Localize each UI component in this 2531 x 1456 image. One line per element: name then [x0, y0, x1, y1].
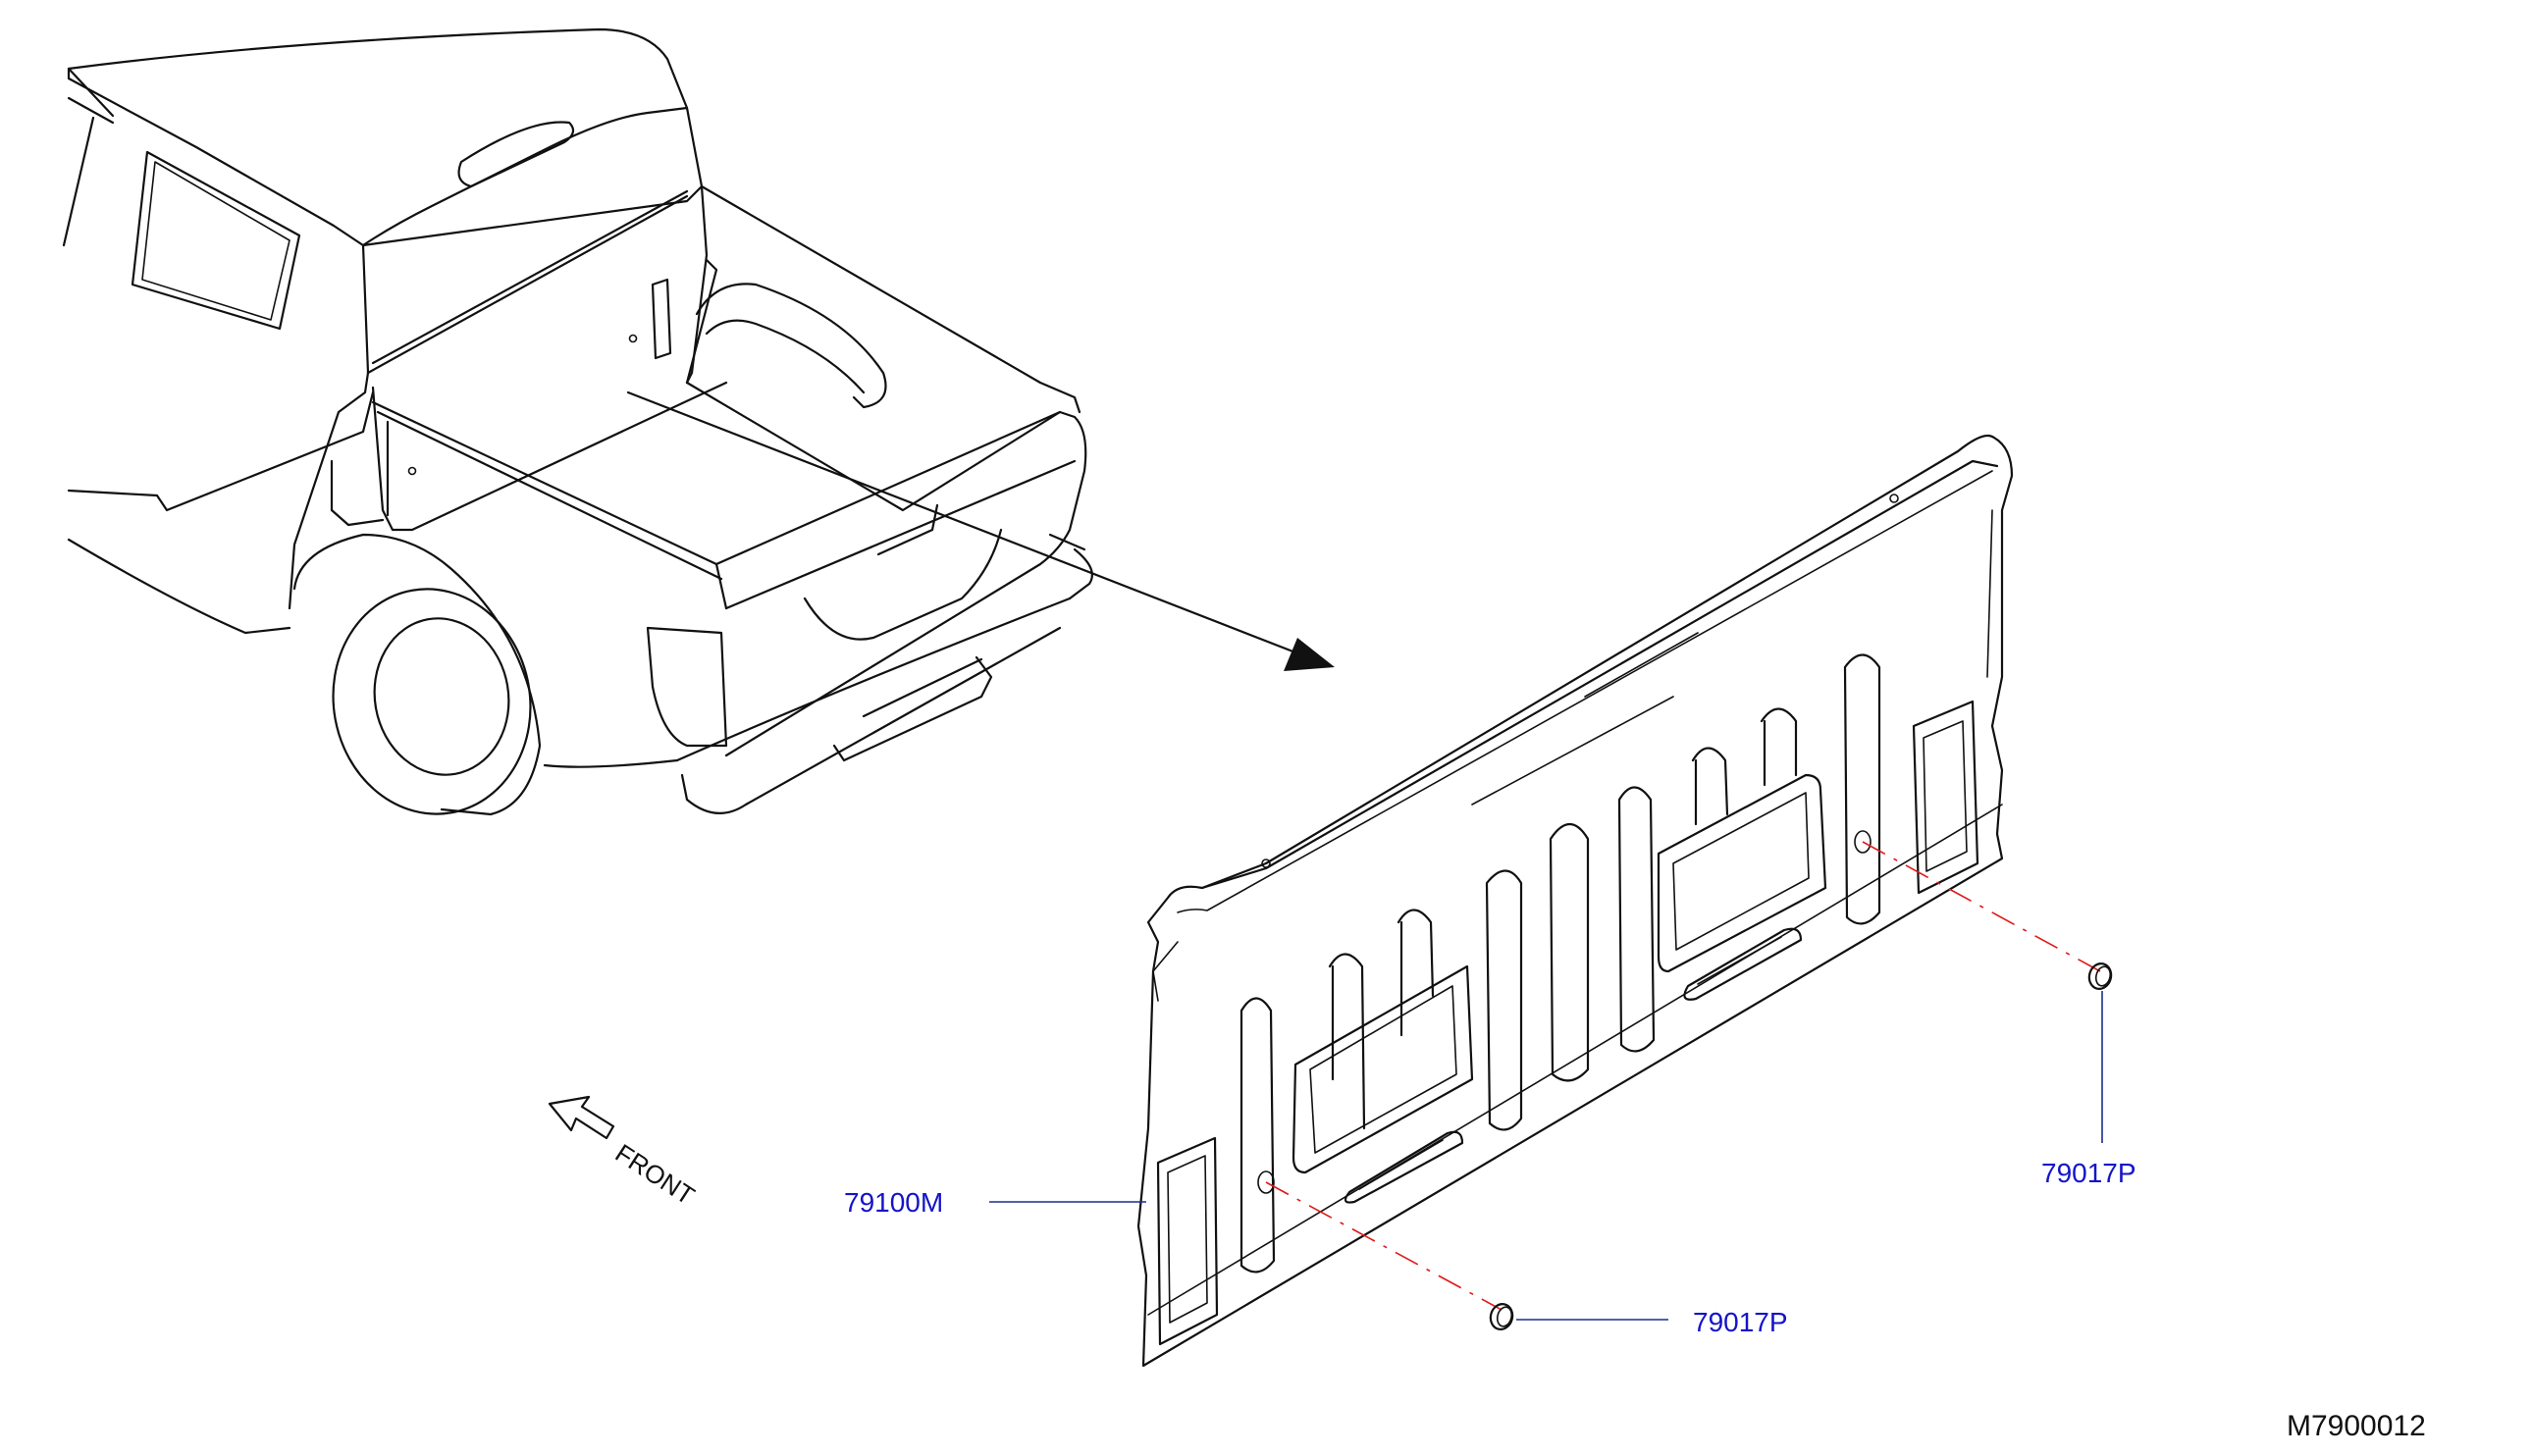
front-arrow-icon	[548, 1095, 615, 1140]
front-direction-indicator: FRONT	[548, 1095, 701, 1211]
part-label-79100m[interactable]: 79100M	[844, 1187, 943, 1218]
plug-center-lines	[1265, 841, 2101, 1311]
grommet-plug-upper	[2087, 962, 2113, 990]
pickup-truck-illustration	[62, 27, 1093, 816]
exploded-view-arrow	[626, 390, 1335, 671]
part-label-79017p-lower[interactable]: 79017P	[1693, 1307, 1788, 1337]
leader-lines	[989, 991, 2103, 1321]
diagram-code: M7900012	[2287, 1410, 2426, 1442]
bed-front-panel	[1136, 434, 2014, 1368]
grommet-plug-lower	[1489, 1303, 1514, 1330]
front-label: FRONT	[610, 1138, 701, 1211]
part-label-79017p-upper[interactable]: 79017P	[2041, 1158, 2136, 1188]
